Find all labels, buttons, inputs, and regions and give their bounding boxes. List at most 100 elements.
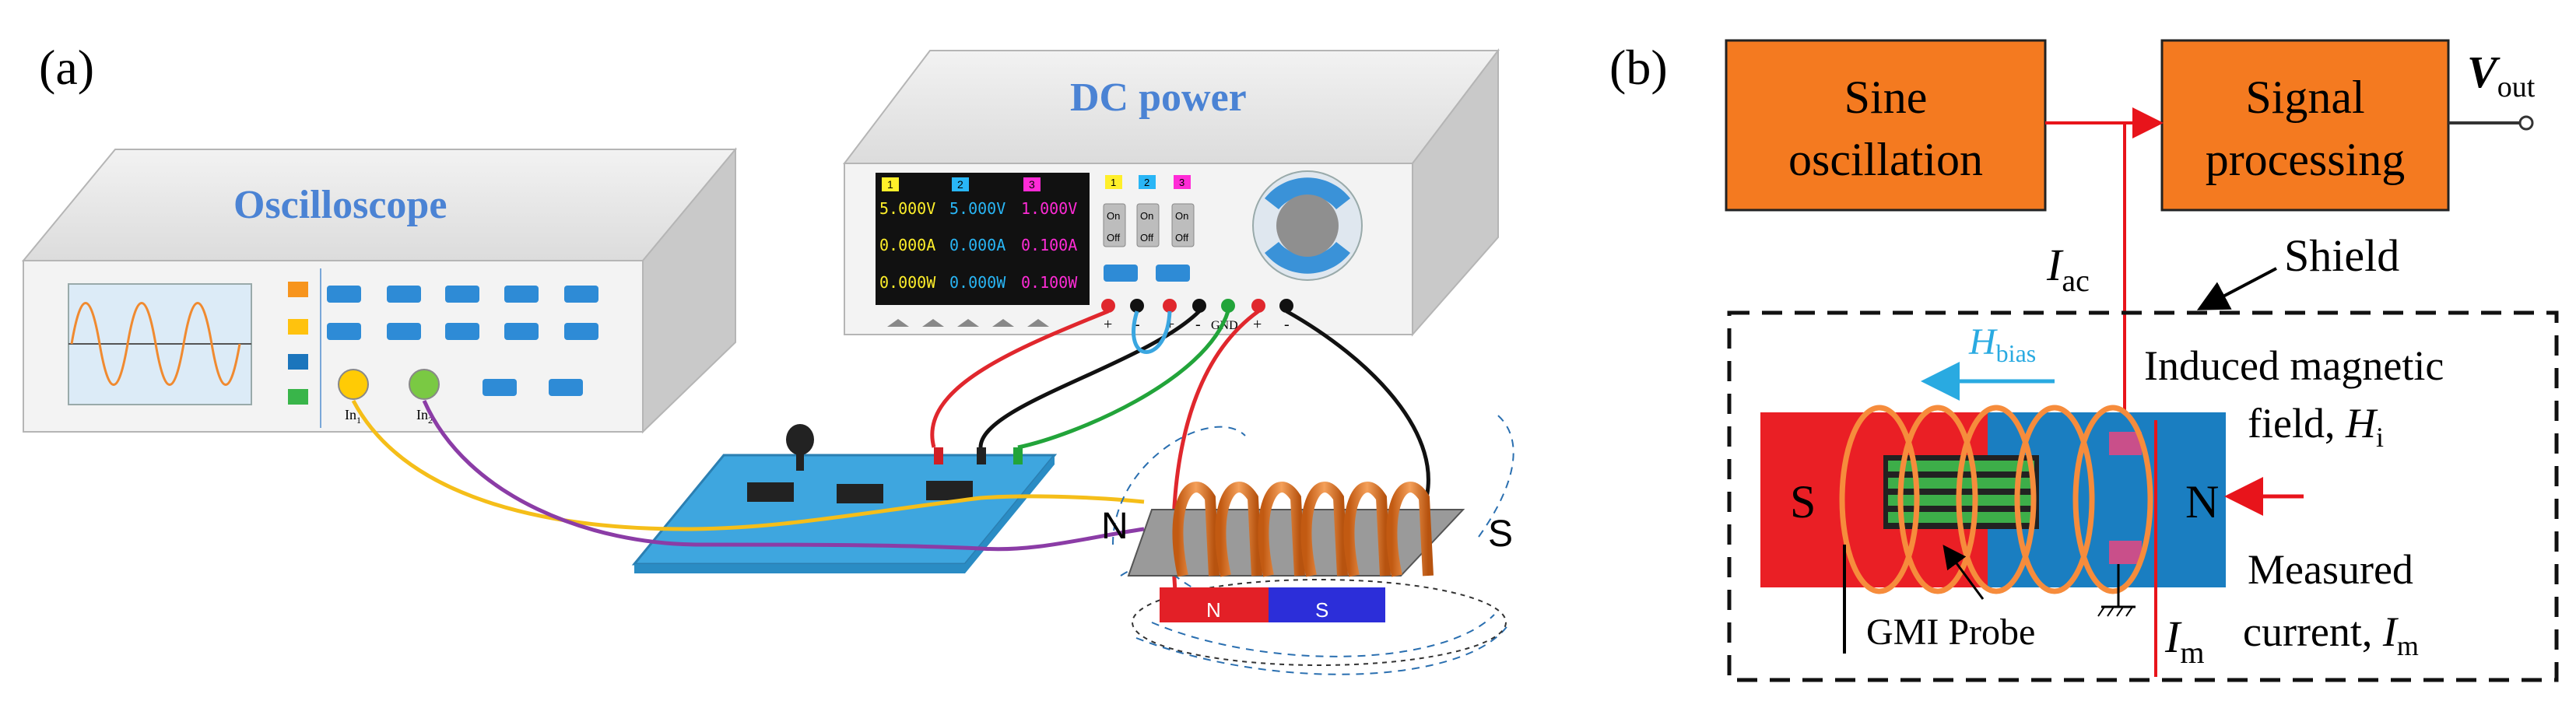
im-label: Im (2164, 612, 2204, 670)
switch-1-on: On (1107, 210, 1120, 222)
switch-ch2-num: 2 (1144, 177, 1149, 188)
hbias-label: Hbias (1968, 321, 2036, 367)
magnet-assembly: N S N S (1101, 412, 1514, 675)
wire-yellow (351, 399, 1145, 531)
term-plus-2: + (1166, 316, 1174, 333)
gmi-pointer (1943, 545, 1985, 600)
ch1-tag (882, 177, 899, 191)
display-readouts: 5.000V 5.000V 1.000V 0.000A 0.000A 0.100… (879, 199, 1078, 292)
switch-1-off: Off (1107, 232, 1120, 244)
shield-label: Shield (2284, 230, 2399, 281)
vout-label: Vout (2467, 47, 2536, 103)
panel-a-label: (a) (39, 40, 94, 95)
pole-n-label: N (2185, 476, 2219, 527)
wire-red-ch1 (930, 309, 1109, 448)
control-knob[interactable] (1252, 170, 1363, 281)
input-2-jack[interactable] (409, 369, 440, 400)
button-left[interactable] (1104, 265, 1138, 282)
pole-s-label: S (1790, 476, 1816, 527)
ch3-tag-label: 3 (1029, 178, 1035, 191)
indicator-blue (288, 354, 308, 370)
signal-block-line2: processing (2206, 134, 2406, 185)
measured-line2: current, Im (2243, 608, 2419, 661)
display-softkeys[interactable] (887, 319, 1049, 327)
shield-boundary (1727, 310, 2559, 682)
channel-tags: 1 2 3 (882, 177, 1041, 191)
induced-line1: Induced magnetic (2144, 342, 2444, 389)
indicator-orange (288, 282, 308, 297)
term-minus-2: - (1195, 316, 1201, 333)
measured-line1: Measured (2248, 546, 2413, 593)
button-right[interactable] (1156, 265, 1190, 282)
board-connector-red (934, 447, 943, 464)
ch3-power: 0.100W (1021, 273, 1078, 292)
indicator-yellow (288, 319, 308, 335)
sine-block-line1: Sine (1844, 72, 1928, 123)
board-connector-black (977, 447, 986, 464)
output-terminals[interactable] (1101, 299, 1293, 313)
ch2-voltage: 5.000V (949, 199, 1005, 218)
sine-block-line2: oscillation (1788, 134, 1983, 185)
sine-waveform (70, 302, 241, 386)
switch-1[interactable] (1103, 203, 1126, 247)
switch-2[interactable] (1136, 203, 1160, 247)
induced-line2: field, Hi (2248, 400, 2384, 453)
board-connector-green (1013, 447, 1023, 464)
ch1-power: 0.000W (879, 273, 936, 292)
bar-magnet-north (1160, 587, 1269, 622)
switch-ch1-num: 1 (1111, 177, 1116, 188)
coil (1172, 482, 1434, 577)
sine-oscillation-block (1725, 39, 2047, 212)
ch3-tag (1023, 177, 1041, 191)
circuit-board (631, 424, 1058, 573)
ch2-power: 0.000W (949, 273, 1006, 292)
wire-black-coil (1285, 309, 1430, 506)
switch-2-on: On (1140, 210, 1153, 222)
oscilloscope-buttons[interactable] (327, 286, 598, 396)
input-2-label: In2 (416, 407, 433, 426)
switch-3-off: Off (1175, 232, 1188, 244)
excitation-coil (1839, 405, 2153, 594)
ch3-current: 0.100A (1021, 236, 1077, 254)
lower-field-loop (1132, 579, 1507, 666)
terminal-labels: + - + - GND + - (1104, 316, 1290, 333)
switch-3[interactable] (1171, 203, 1195, 247)
term-minus-3: - (1284, 316, 1290, 333)
iac-label: Iac (2046, 240, 2090, 298)
panel-b: (b) Sine oscillation Signal processing V… (1609, 39, 2559, 682)
wire-green-gnd (1017, 310, 1230, 450)
panel-a: (a) Oscilloscope (21, 40, 1514, 675)
bar-magnet-n-label: N (1206, 598, 1221, 622)
transistor (786, 424, 814, 455)
input-1-label: In1 (345, 407, 361, 426)
ch1-current: 0.000A (879, 236, 935, 254)
ic-chips (747, 481, 973, 503)
term-gnd: GND (1211, 319, 1238, 332)
dc-power-display (876, 173, 1090, 305)
gmi-probe-label: GMI Probe (1866, 612, 2035, 653)
bar-magnet-s-label: S (1315, 598, 1328, 622)
switch-3-on: On (1175, 210, 1188, 222)
shield-arrow (2196, 267, 2277, 310)
vout-terminal (2518, 115, 2534, 131)
channel-switches[interactable]: 1 2 3 On Off On Off On Off (1103, 175, 1195, 282)
term-plus-3: + (1253, 316, 1262, 333)
ch1-voltage: 5.000V (879, 199, 935, 218)
term-minus-1: - (1135, 316, 1140, 333)
signal-block-line1: Signal (2245, 72, 2364, 123)
wire-black-ch1 (978, 310, 1201, 448)
input-1-jack[interactable] (338, 369, 369, 400)
rod-s-label: S (1488, 513, 1513, 555)
term-plus-1: + (1104, 316, 1112, 333)
dc-power-title: DC power (1070, 75, 1247, 120)
ch2-tag-label: 2 (957, 178, 963, 191)
switch-ch3-num: 3 (1179, 177, 1184, 188)
bar-magnet-south (1269, 587, 1385, 622)
ch1-tag-label: 1 (887, 178, 893, 191)
ch2-tag (952, 177, 969, 191)
oscilloscope: Oscilloscope In1 In2 (21, 147, 738, 434)
ch2-current: 0.000A (949, 236, 1005, 254)
dc-power-supply: DC power 1 2 3 5.000V 5.000V 1.000V 0.00… (842, 48, 1500, 337)
panel-b-label: (b) (1609, 40, 1668, 95)
